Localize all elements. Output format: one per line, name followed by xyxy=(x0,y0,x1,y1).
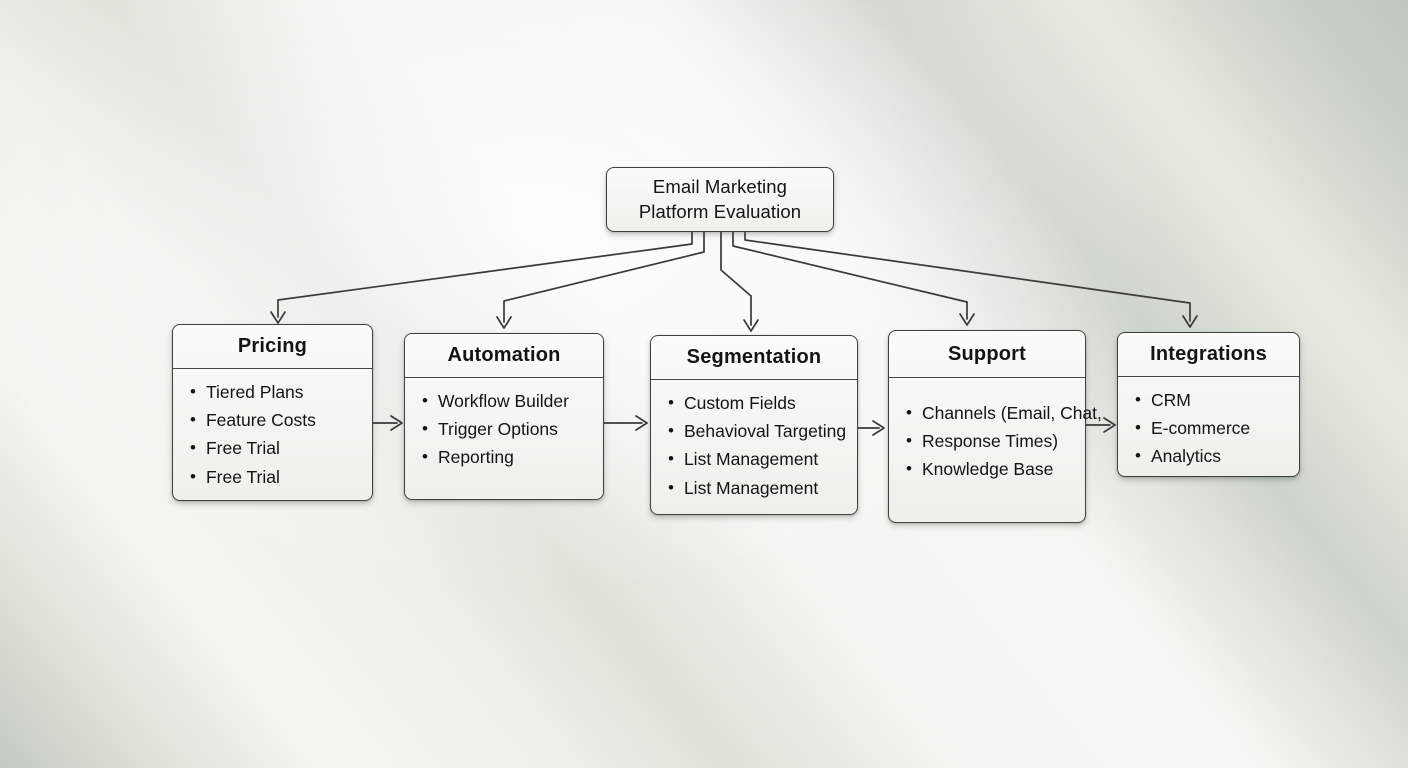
bullet-icon: • xyxy=(1135,390,1141,409)
bullet-icon: • xyxy=(668,421,674,441)
edge-root-pricing xyxy=(277,231,693,318)
arrowhead-pricing-automation xyxy=(390,415,403,431)
edge-root-support xyxy=(732,231,968,320)
node-segmentation-items: • Custom Fields • Behavioval Targeting • Li… xyxy=(651,389,857,502)
bullet-icon: • xyxy=(906,459,912,479)
list-item-label: Workflow Builder xyxy=(437,391,569,411)
list-item-label: Custom Fields xyxy=(683,393,796,413)
bullet-icon: • xyxy=(422,447,428,467)
bullet-icon: • xyxy=(906,403,912,422)
list-item: • Behavioval Targeting xyxy=(668,417,857,445)
bullet-icon: • xyxy=(422,419,428,439)
arrowhead-segmentation xyxy=(743,319,759,332)
node-support-title: Support xyxy=(889,331,1085,378)
list-item-label: Reporting xyxy=(437,447,514,468)
list-item-label: List Management xyxy=(683,449,819,470)
node-segmentation: Segmentation • Custom Fields • Behavioval … xyxy=(650,335,858,515)
list-item-label: List Management xyxy=(683,477,819,498)
arrowhead-automation xyxy=(496,316,512,329)
list-item: • List Management xyxy=(668,474,857,502)
node-integrations-title: Integrations xyxy=(1118,333,1299,377)
node-pricing-title: Pricing xyxy=(173,325,372,369)
list-item: • Trigger Options xyxy=(422,415,603,443)
arrowhead-segmentation-support xyxy=(872,420,885,436)
node-support-items: • Channels (Email, Chat, • Response Times)… xyxy=(889,399,1102,484)
bullet-icon: • xyxy=(190,410,196,430)
list-item-label: Channels (Email, Chat, xyxy=(921,403,1102,423)
node-root: Email Marketing Platform Evaluation xyxy=(606,167,834,232)
bullet-icon: • xyxy=(1135,446,1141,466)
node-segmentation-title: Segmentation xyxy=(651,336,857,380)
list-item-label: Free Trial xyxy=(205,466,280,487)
list-item: • Knowledge Base xyxy=(906,455,1085,483)
bullet-icon: • xyxy=(668,393,674,412)
arrowhead-support xyxy=(959,313,975,326)
list-item: • List Management xyxy=(668,445,857,473)
list-item-label: E-commerce xyxy=(1150,418,1251,439)
bullet-icon: • xyxy=(668,449,674,469)
list-item: • CRM xyxy=(1135,386,1299,414)
list-item: • Custom Fields xyxy=(668,389,857,417)
list-item: • Reporting xyxy=(422,443,603,471)
arrowhead-automation-segmentation xyxy=(635,415,648,431)
node-integrations: Integrations • CRM • E-commerce • Analytics xyxy=(1117,332,1300,477)
bullet-icon: • xyxy=(422,391,428,410)
bullet-icon: • xyxy=(190,438,196,458)
bullet-icon: • xyxy=(1135,418,1141,438)
arrowhead-support-integrations xyxy=(1103,417,1116,433)
list-item-label: Trigger Options xyxy=(437,419,558,440)
list-item-label: CRM xyxy=(1150,390,1191,410)
node-pricing-items: • Tiered Plans • Feature Costs • Free Trial… xyxy=(173,378,372,491)
list-item: • E-commerce xyxy=(1135,414,1299,442)
list-item: • Free Trial xyxy=(190,463,372,491)
list-item: • Feature Costs xyxy=(190,406,372,434)
node-integrations-items: • CRM • E-commerce • Analytics xyxy=(1118,386,1299,471)
root-title: Email Marketing Platform Evaluation xyxy=(638,176,802,222)
bullet-icon: • xyxy=(190,382,196,401)
edge-root-segmentation xyxy=(720,231,752,326)
arrowhead-pricing xyxy=(270,311,286,324)
list-item-label: Analytics xyxy=(1150,446,1221,467)
list-item: • Tiered Plans xyxy=(190,378,372,406)
edge-root-integrations xyxy=(744,231,1191,322)
list-item: • Response Times) xyxy=(906,427,1085,455)
list-item: • Workflow Builder xyxy=(422,387,603,415)
list-item-label: Knowledge Base xyxy=(921,459,1054,480)
list-item: • Free Trial xyxy=(190,434,372,462)
list-item-label: Response Times) xyxy=(921,431,1059,452)
list-item-label: Tiered Plans xyxy=(205,382,304,402)
bullet-icon: • xyxy=(906,431,912,451)
node-automation: Automation • Workflow Builder • Trigger Op… xyxy=(404,333,604,500)
list-item: • Analytics xyxy=(1135,442,1299,470)
node-pricing: Pricing • Tiered Plans • Feature Costs • Fr… xyxy=(172,324,373,501)
node-automation-title: Automation xyxy=(405,334,603,378)
bullet-icon: • xyxy=(668,477,674,497)
list-item-label: Feature Costs xyxy=(205,410,316,431)
arrowhead-integrations xyxy=(1182,315,1198,328)
bullet-icon: • xyxy=(190,466,196,486)
list-item-label: Free Trial xyxy=(205,438,280,459)
edge-root-automation xyxy=(503,231,705,323)
node-support: Support • Channels (Email, Chat, • Respons… xyxy=(888,330,1102,523)
list-item: • Channels (Email, Chat, xyxy=(906,399,1102,427)
list-item-label: Behavioval Targeting xyxy=(683,421,847,442)
node-automation-items: • Workflow Builder • Trigger Options • Repo… xyxy=(405,387,603,472)
